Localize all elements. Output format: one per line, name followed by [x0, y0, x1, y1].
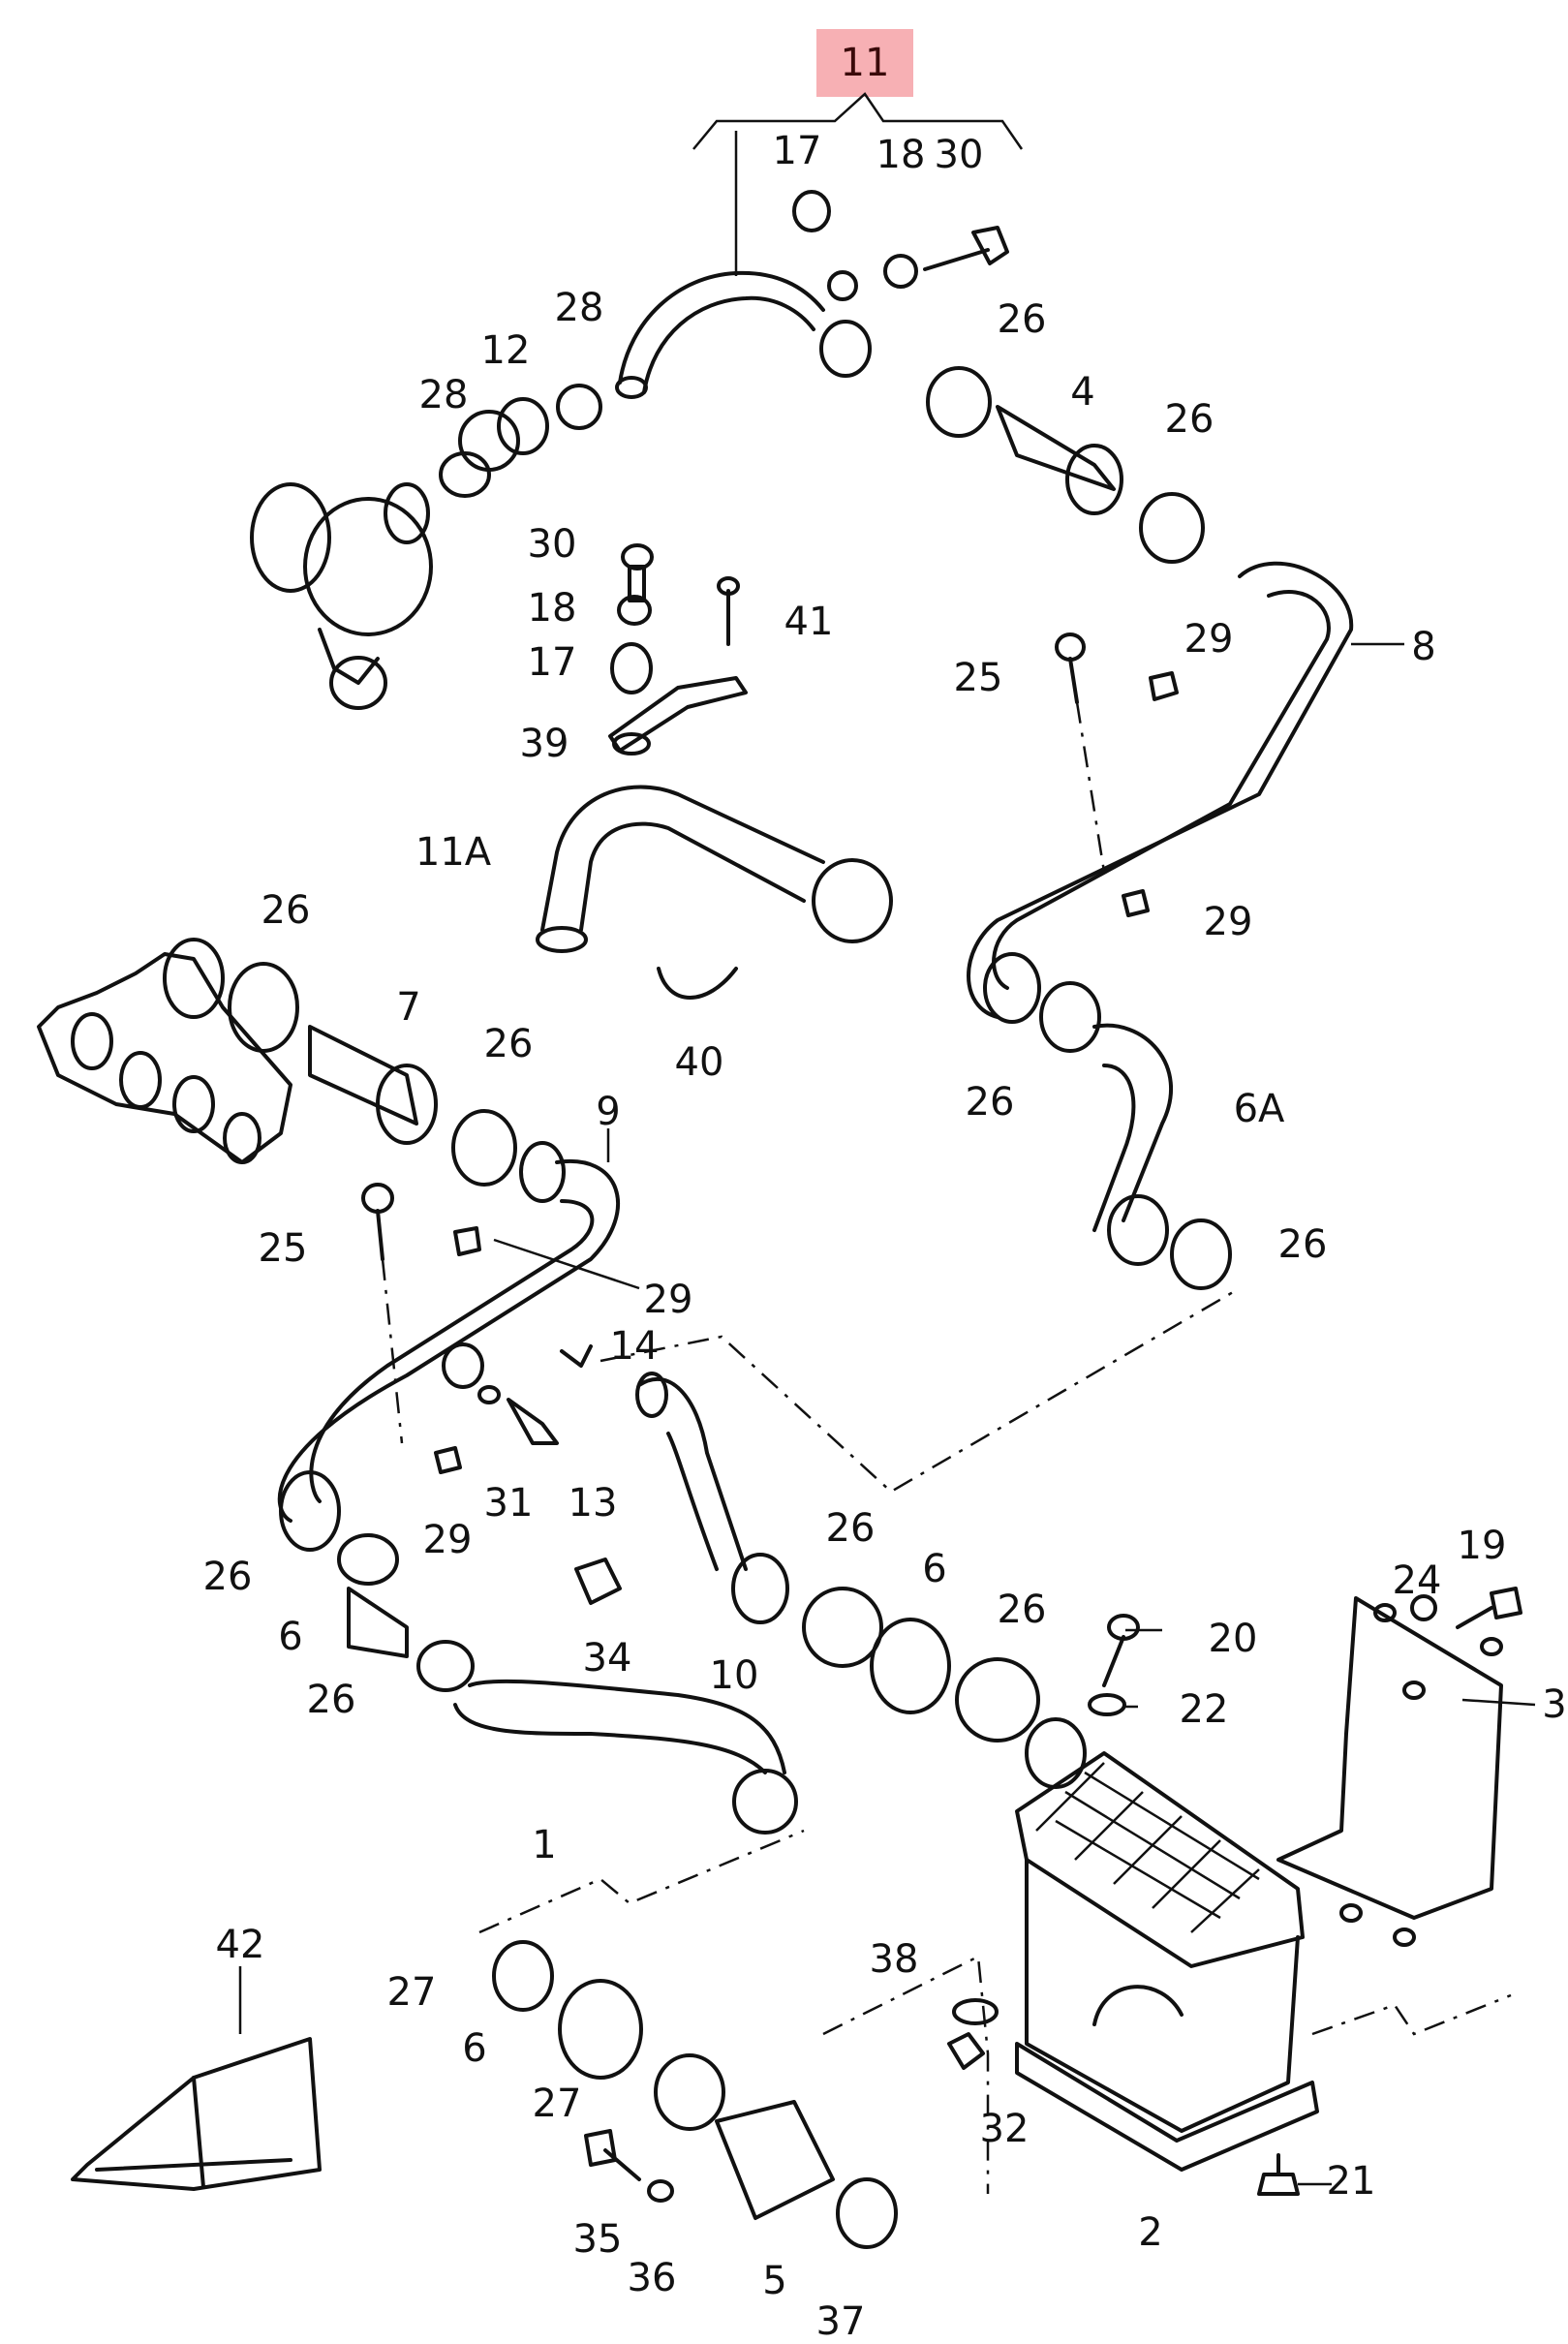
- part-label-4[interactable]: 4: [1070, 370, 1095, 415]
- coupler-6-middle[interactable]: [802, 1587, 1040, 1743]
- screw-25-top[interactable]: [1055, 632, 1179, 917]
- part-label-29a[interactable]: 29: [1184, 617, 1234, 662]
- part-label-37[interactable]: 37: [815, 2299, 866, 2344]
- part-label-2[interactable]: 2: [1138, 2210, 1163, 2255]
- bracket-3[interactable]: [1276, 1596, 1536, 1947]
- part-label-6A[interactable]: 6A: [1233, 1087, 1285, 1131]
- part-label-30a[interactable]: 30: [934, 133, 984, 177]
- part-label-8[interactable]: 8: [1411, 625, 1436, 669]
- screw-25-left[interactable]: [361, 1183, 640, 1474]
- part-label-39[interactable]: 39: [519, 722, 569, 766]
- part-label-13[interactable]: 13: [568, 1481, 618, 1526]
- hose-11A[interactable]: [536, 785, 893, 1000]
- coupler-12[interactable]: [439, 384, 602, 498]
- part-label-26a[interactable]: 26: [997, 297, 1047, 342]
- bolt-21[interactable]: [1257, 2153, 1332, 2196]
- part-label-7[interactable]: 7: [396, 985, 421, 1030]
- part-label-29b[interactable]: 29: [1203, 900, 1253, 944]
- pipe-9[interactable]: [277, 1128, 620, 1523]
- pipe-8[interactable]: [967, 561, 1404, 1019]
- part-label-12[interactable]: 12: [480, 328, 531, 373]
- hose-6A[interactable]: [983, 952, 1232, 1290]
- highlight-label: 11: [840, 41, 890, 85]
- part-label-34[interactable]: 34: [582, 1636, 632, 1681]
- bolt-20[interactable]: [1088, 1614, 1162, 1716]
- part-label-36[interactable]: 36: [627, 2256, 677, 2300]
- part-label-6b[interactable]: 6: [922, 1547, 947, 1591]
- part-label-24[interactable]: 24: [1392, 1558, 1442, 1603]
- part-label-31[interactable]: 31: [483, 1481, 534, 1526]
- part-label-25a[interactable]: 25: [953, 656, 1003, 700]
- air-duct-42[interactable]: [71, 1966, 322, 2191]
- part-label-11A[interactable]: 11A: [415, 830, 492, 875]
- part-label-29d[interactable]: 29: [422, 1518, 473, 1562]
- intake-manifold[interactable]: [37, 938, 292, 1164]
- part-label-26e[interactable]: 26: [483, 1022, 534, 1066]
- part-label-38[interactable]: 38: [869, 1937, 919, 1982]
- part-label-6a[interactable]: 6: [278, 1615, 303, 1659]
- turbocharger[interactable]: [250, 482, 433, 710]
- part-label-26f[interactable]: 26: [1277, 1222, 1328, 1267]
- part-label-41[interactable]: 41: [784, 600, 834, 644]
- part-label-22[interactable]: 22: [1179, 1687, 1229, 1732]
- part-label-26h[interactable]: 26: [825, 1506, 876, 1551]
- part-label-28b[interactable]: 28: [418, 373, 469, 417]
- part-label-17b[interactable]: 17: [527, 640, 577, 685]
- coupler-6-lower[interactable]: [492, 1940, 898, 2249]
- part-label-1[interactable]: 1: [532, 1823, 557, 1867]
- intercooler-2[interactable]: [1015, 1717, 1319, 2172]
- part-label-10[interactable]: 10: [709, 1653, 759, 1698]
- part-label-26d[interactable]: 26: [965, 1080, 1015, 1125]
- part-label-6c[interactable]: 6: [462, 2026, 487, 2071]
- part-label-27b[interactable]: 27: [532, 2082, 582, 2126]
- part-label-27a[interactable]: 27: [386, 1970, 437, 2015]
- part-label-26c[interactable]: 26: [261, 888, 311, 933]
- clip-34[interactable]: [574, 1558, 622, 1605]
- part-label-25b[interactable]: 25: [258, 1226, 308, 1271]
- highlighted-part-number[interactable]: 11: [816, 29, 913, 97]
- seal-38-nut-32[interactable]: [947, 1998, 999, 2070]
- part-label-9[interactable]: 9: [596, 1090, 621, 1134]
- part-label-3[interactable]: 3: [1542, 1682, 1567, 1727]
- pipe-1[interactable]: [453, 1679, 798, 1835]
- hose-7[interactable]: [228, 962, 517, 1187]
- group-bracket-11: [692, 92, 1024, 276]
- part-label-14[interactable]: 14: [609, 1324, 660, 1369]
- part-label-40[interactable]: 40: [674, 1040, 724, 1085]
- hose-10[interactable]: [635, 1372, 789, 1624]
- part-label-26b[interactable]: 26: [1164, 397, 1214, 442]
- part-label-5[interactable]: 5: [762, 2259, 787, 2303]
- part-label-29c[interactable]: 29: [643, 1278, 693, 1322]
- sensor-13[interactable]: [442, 1342, 593, 1445]
- part-label-21[interactable]: 21: [1326, 2159, 1376, 2204]
- part-label-19[interactable]: 19: [1457, 1524, 1507, 1568]
- part-label-30b[interactable]: 30: [527, 522, 577, 567]
- part-label-32[interactable]: 32: [979, 2107, 1030, 2151]
- part-label-42[interactable]: 42: [215, 1923, 265, 1967]
- part-label-26i[interactable]: 26: [997, 1588, 1047, 1632]
- dashed-link-lines: [478, 1286, 1512, 2194]
- coupler-6-left[interactable]: [279, 1470, 475, 1692]
- part-label-26j[interactable]: 26: [306, 1678, 356, 1722]
- bolt-19[interactable]: [1410, 1587, 1522, 1629]
- part-label-18b[interactable]: 18: [527, 586, 577, 631]
- bracket-39[interactable]: [608, 543, 748, 756]
- part-label-17a[interactable]: 17: [772, 129, 822, 173]
- part-label-28a[interactable]: 28: [554, 286, 604, 330]
- part-label-20[interactable]: 20: [1208, 1617, 1258, 1661]
- part-label-35[interactable]: 35: [572, 2217, 623, 2262]
- hose-11[interactable]: [615, 190, 1009, 399]
- part-label-26g[interactable]: 26: [202, 1555, 253, 1599]
- part-label-18a[interactable]: 18: [876, 133, 926, 177]
- hose-4[interactable]: [926, 366, 1205, 564]
